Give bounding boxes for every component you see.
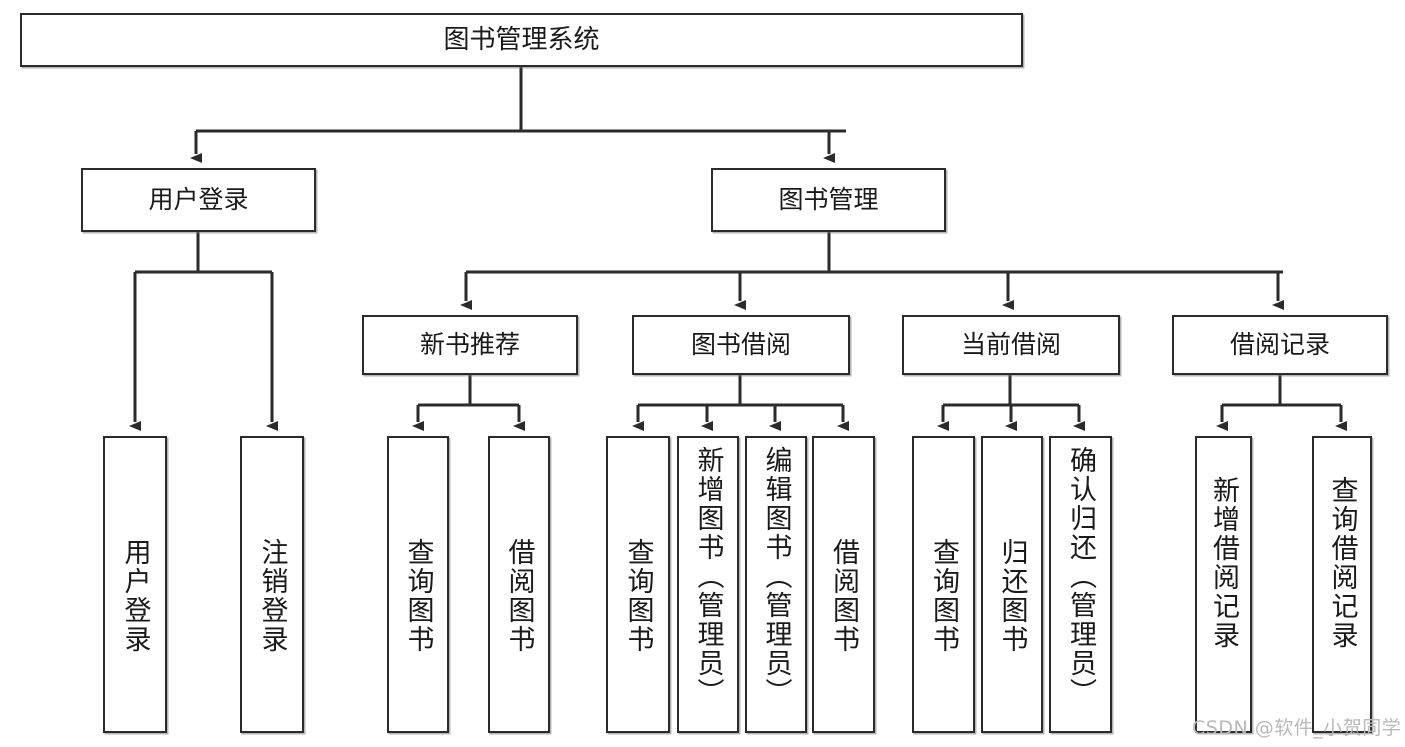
node-label: 借阅记录 (1229, 330, 1330, 360)
node-label: 查询图书 (402, 538, 434, 654)
node-label: 图书管理 (778, 185, 879, 215)
node-label: 新增图书（管理员） (692, 446, 724, 707)
node-label: 确认归还（管理员） (1065, 446, 1096, 707)
leaf-confirm-return-admin[interactable]: 确认归还（管理员） (1049, 436, 1112, 733)
node-label: 用户登录 (148, 185, 249, 215)
leaf-user-login[interactable]: 用户登录 (103, 436, 167, 733)
node-label: 查询图书 (622, 538, 654, 654)
node-label: 借阅图书 (828, 538, 859, 654)
node-book-borrow[interactable]: 图书借阅 (632, 315, 850, 375)
leaf-borrow-book-nb[interactable]: 借阅图书 (488, 436, 550, 733)
node-label: 当前借阅 (960, 330, 1061, 360)
leaf-query-borrow-record[interactable]: 查询借阅记录 (1312, 436, 1372, 733)
leaf-query-book-nb[interactable]: 查询图书 (387, 436, 449, 733)
csdn-watermark: CSDN @软件_小贺同学 (1192, 717, 1402, 739)
leaf-borrow-book-bb[interactable]: 借阅图书 (812, 436, 875, 733)
node-label: 新增借阅记录 (1208, 476, 1239, 650)
node-label: 归还图书 (996, 538, 1028, 654)
node-label: 查询借阅记录 (1326, 476, 1358, 650)
node-borrow-record[interactable]: 借阅记录 (1172, 315, 1388, 375)
leaf-logout[interactable]: 注销登录 (240, 436, 304, 733)
node-label: 图书借阅 (690, 330, 791, 360)
node-user-login[interactable]: 用户登录 (81, 168, 316, 232)
leaf-query-book-bb[interactable]: 查询图书 (606, 436, 670, 733)
node-label: 图书管理系统 (443, 24, 600, 55)
node-book-management[interactable]: 图书管理 (711, 168, 946, 232)
node-label: 编辑图书（管理员） (760, 446, 792, 707)
node-current-borrow[interactable]: 当前借阅 (902, 315, 1120, 375)
leaf-edit-book-admin[interactable]: 编辑图书（管理员） (745, 436, 807, 733)
node-label: 借阅图书 (503, 538, 535, 654)
node-label: 查询图书 (928, 538, 959, 654)
leaf-add-borrow-record[interactable]: 新增借阅记录 (1195, 436, 1252, 733)
node-new-book-recommend[interactable]: 新书推荐 (362, 315, 578, 375)
node-label: 用户登录 (119, 538, 151, 654)
node-book-management-system[interactable]: 图书管理系统 (20, 13, 1023, 67)
node-label: 新书推荐 (419, 330, 520, 360)
leaf-add-book-admin[interactable]: 新增图书（管理员） (677, 436, 739, 733)
leaf-query-book-cb[interactable]: 查询图书 (912, 436, 975, 733)
node-label: 注销登录 (256, 538, 288, 654)
leaf-return-book[interactable]: 归还图书 (981, 436, 1043, 733)
